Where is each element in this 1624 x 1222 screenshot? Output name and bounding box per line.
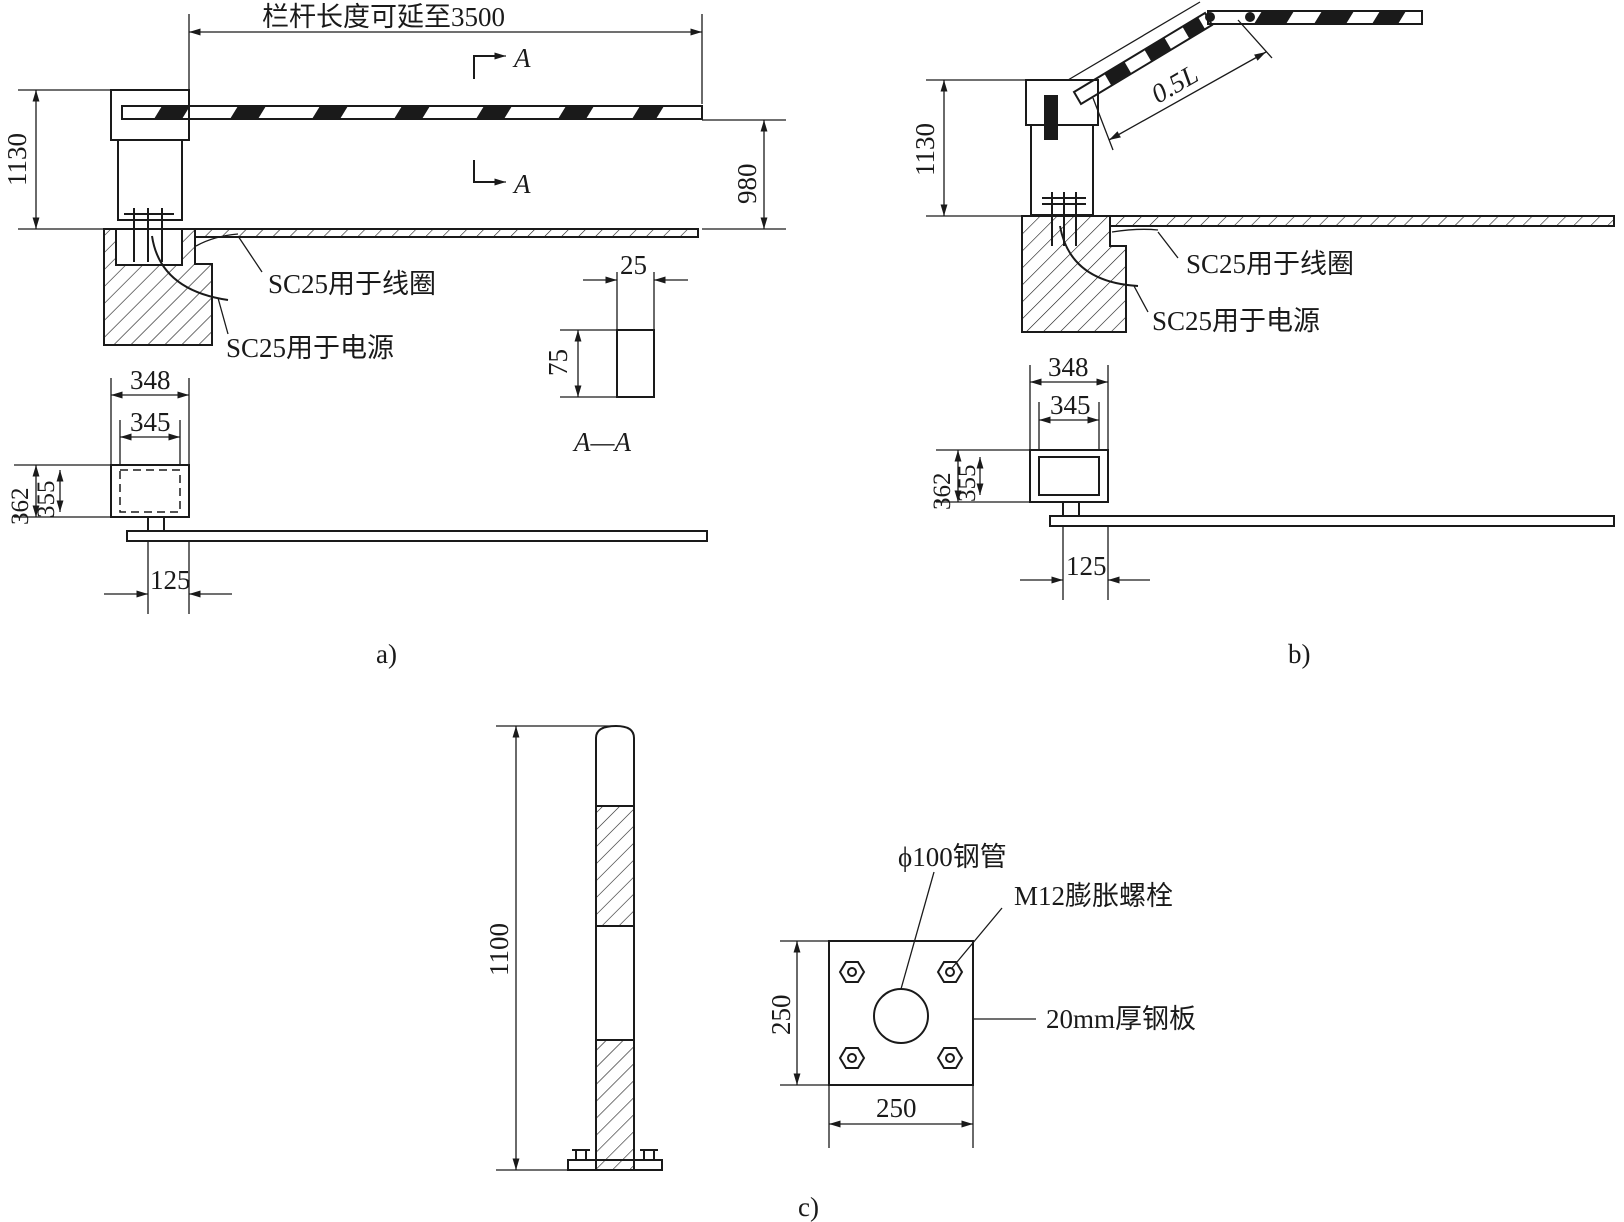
barrier-arm <box>121 105 703 120</box>
post-height: 1100 <box>484 923 514 976</box>
dim-offset: 125 <box>150 565 191 595</box>
conduit-coil-label: SC25用于线圈 <box>268 269 436 299</box>
section-mark-top: A <box>512 43 531 73</box>
plan-cabinet <box>110 464 190 518</box>
dim-outer-depth-b: 362 <box>929 473 956 511</box>
bollard-base <box>567 1159 663 1171</box>
dim-outer-depth: 362 <box>7 488 34 526</box>
caption-a: a) <box>376 639 397 669</box>
conduit-power-label: SC25用于电源 <box>226 333 394 363</box>
bolt-label: M12膨胀螺栓 <box>1014 881 1173 911</box>
dim-fold: 0.5L <box>1146 59 1203 109</box>
dim-inner-width-b: 345 <box>1050 390 1091 420</box>
figure-a: 栏杆长度可延至3500 A A 1130 980 <box>2 2 786 669</box>
conduit-power <box>151 235 229 301</box>
dim-total-height: 1130 <box>2 133 32 186</box>
caption-b: b) <box>1288 639 1311 669</box>
figure-c: 1100 ϕ100钢管 M12膨胀螺栓 20mm厚钢板 250 250 <box>484 724 1196 1222</box>
conduit-power-label-b: SC25用于电源 <box>1152 306 1320 336</box>
dim-arm-height: 980 <box>732 164 762 205</box>
dim-total-height-b: 1130 <box>910 123 940 176</box>
section-height: 75 <box>543 349 573 376</box>
barrier-cabinet-b <box>1030 124 1094 216</box>
foundation-b <box>1021 215 1127 333</box>
folding-arm <box>1067 1 1423 106</box>
steel-plate <box>828 940 974 1086</box>
dim-outer-width-b: 348 <box>1048 352 1089 382</box>
plate-height: 250 <box>766 995 796 1036</box>
road-slab <box>194 228 699 238</box>
road-slab-b <box>1109 215 1615 227</box>
barrier-cabinet <box>117 139 183 221</box>
plate-label: 20mm厚钢板 <box>1046 1004 1196 1034</box>
dim-offset-b: 125 <box>1066 551 1107 581</box>
figure-b: 0.5L 1130 SC25用于线圈 SC25用于电源 348 345 <box>910 1 1615 669</box>
dim-outer-width: 348 <box>130 365 171 395</box>
plan-arm-b <box>1049 515 1615 527</box>
plate-width: 250 <box>876 1093 917 1123</box>
steel-pipe <box>873 988 929 1044</box>
conduit-coil-label-b: SC25用于线圈 <box>1186 249 1354 279</box>
arm-length-note: 栏杆长度可延至3500 <box>262 2 505 32</box>
arm-section <box>616 329 655 398</box>
dim-inner-depth-b: 355 <box>954 465 981 503</box>
dim-inner-width: 345 <box>130 407 171 437</box>
section-title: A—A <box>572 427 632 457</box>
section-width: 25 <box>620 250 647 280</box>
anchor-bolts <box>838 961 964 1069</box>
caption-c: c) <box>798 1192 819 1222</box>
plan-arm <box>126 530 708 542</box>
pipe-label: ϕ100钢管 <box>898 842 1007 872</box>
section-mark-bottom: A <box>512 169 531 199</box>
dim-inner-depth: 355 <box>33 481 60 519</box>
barrier-head-b <box>1025 79 1099 126</box>
